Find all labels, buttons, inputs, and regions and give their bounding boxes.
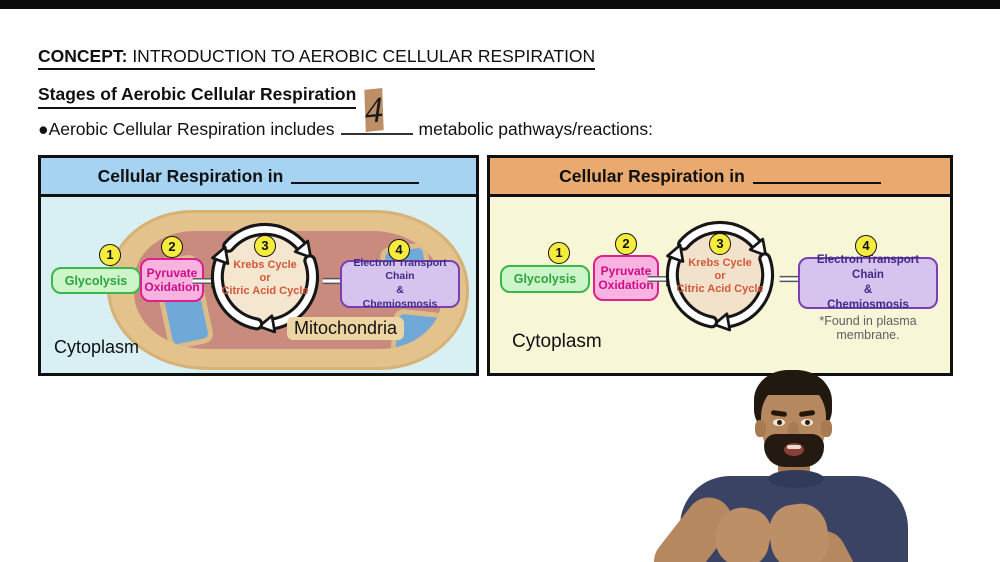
stage-3-badge: 3 xyxy=(709,233,731,255)
panel-left-header: Cellular Respiration in xyxy=(41,158,476,197)
section-heading: Stages of Aerobic Cellular Respiration xyxy=(38,84,357,109)
glycolysis-label: Glycolysis xyxy=(64,273,128,288)
handwritten-answer: 4 xyxy=(363,88,384,132)
etc-line2: & xyxy=(396,284,404,296)
instructor-eye xyxy=(801,419,813,426)
mitochondria-label: Mitochondria xyxy=(287,317,405,340)
etc-box: Electron Transport Chain & Chemiosmosis xyxy=(340,256,460,310)
stage-2-badge: 2 xyxy=(615,233,637,255)
bullet-suffix: metabolic pathways/reactions: xyxy=(418,119,653,139)
etc-line2: & xyxy=(863,284,873,296)
panel-right-header-blank xyxy=(752,169,881,184)
krebs-cycle-label: Krebs Cycle or Citric Acid Cycle xyxy=(221,259,309,298)
etc-box: Electron Transport Chain & Chemiosmosis xyxy=(798,254,938,311)
stage-4-badge: 4 xyxy=(388,239,410,261)
glycolysis-label: Glycolysis xyxy=(513,272,577,286)
krebs-cycle-diagram: 3 Krebs Cycle or Citric Acid Cycle xyxy=(207,219,323,335)
pyruvate-line2: Oxidation xyxy=(598,278,654,292)
etc-line1: Electron Transport Chain xyxy=(353,256,447,283)
pyruvate-line1: Pyruvate xyxy=(600,263,652,278)
glycolysis-box: Glycolysis xyxy=(500,265,590,293)
panel-left-header-blank xyxy=(291,169,420,184)
stage-3-badge: 3 xyxy=(254,235,276,257)
panel-left-body: 1 Glycolysis 2 Pyruvate Oxidation xyxy=(41,197,476,373)
etc-line1: Electron Transport Chain xyxy=(816,254,920,282)
fill-in-blank: 4 xyxy=(340,88,413,135)
instructor-mouth xyxy=(784,443,804,456)
instructor-beard xyxy=(764,434,824,467)
panel-eukaryote: Cellular Respiration in 1 Glycolysis xyxy=(38,155,479,376)
panel-right-body: 1 Glycolysis 2 Pyruvate Oxidation xyxy=(490,197,950,373)
concept-title: CONCEPT: INTRODUCTION TO AEROBIC CELLULA… xyxy=(38,46,596,70)
instructor-hairline xyxy=(760,376,827,395)
cycle-arrows-icon xyxy=(662,217,778,333)
instructor-ear xyxy=(821,420,832,437)
panel-right-header: Cellular Respiration in xyxy=(490,158,950,197)
etc-footnote: *Found in plasma membrane. xyxy=(819,314,917,342)
bullet-line: ●Aerobic Cellular Respiration includes 4 m… xyxy=(38,88,653,140)
concept-label: CONCEPT: xyxy=(38,46,128,66)
panel-prokaryote: Cellular Respiration in 1 Glycolysis 2 P… xyxy=(487,155,953,376)
cycle-arrows-icon xyxy=(207,219,323,335)
etc-line3: Chemiosmosis xyxy=(827,298,909,311)
stage-2-badge: 2 xyxy=(161,236,183,258)
instructor-ear xyxy=(755,420,766,437)
concept-title-text: INTRODUCTION TO AEROBIC CELLULAR RESPIRA… xyxy=(127,46,596,66)
instructor-video-overlay: CLU xyxy=(644,370,912,562)
pyruvate-line2: Oxidation xyxy=(144,280,200,294)
pyruvate-line1: Pyruvate xyxy=(146,265,198,280)
stage-1-badge: 1 xyxy=(99,244,121,266)
stage-4-badge: 4 xyxy=(855,235,877,257)
stage-1-badge: 1 xyxy=(548,242,570,264)
instructor-eye xyxy=(773,419,785,426)
bullet-prefix: ●Aerobic Cellular Respiration includes xyxy=(38,119,335,139)
letterbox-bar xyxy=(0,0,1000,9)
shirt-collar xyxy=(768,470,824,488)
krebs-cycle-label: Krebs Cycle or Citric Acid Cycle xyxy=(676,257,764,296)
krebs-cycle-diagram: 3 Krebs Cycle or Citric Acid Cycle xyxy=(662,217,778,333)
cytoplasm-label: Cytoplasm xyxy=(512,331,602,352)
panel-left-header-text: Cellular Respiration in xyxy=(97,165,284,186)
panel-right-header-text: Cellular Respiration in xyxy=(559,165,745,186)
instructor-nose xyxy=(788,422,799,441)
etc-line3: Chemiosmosis xyxy=(362,297,438,310)
cytoplasm-label: Cytoplasm xyxy=(54,337,140,357)
glycolysis-box: Glycolysis xyxy=(51,267,141,294)
